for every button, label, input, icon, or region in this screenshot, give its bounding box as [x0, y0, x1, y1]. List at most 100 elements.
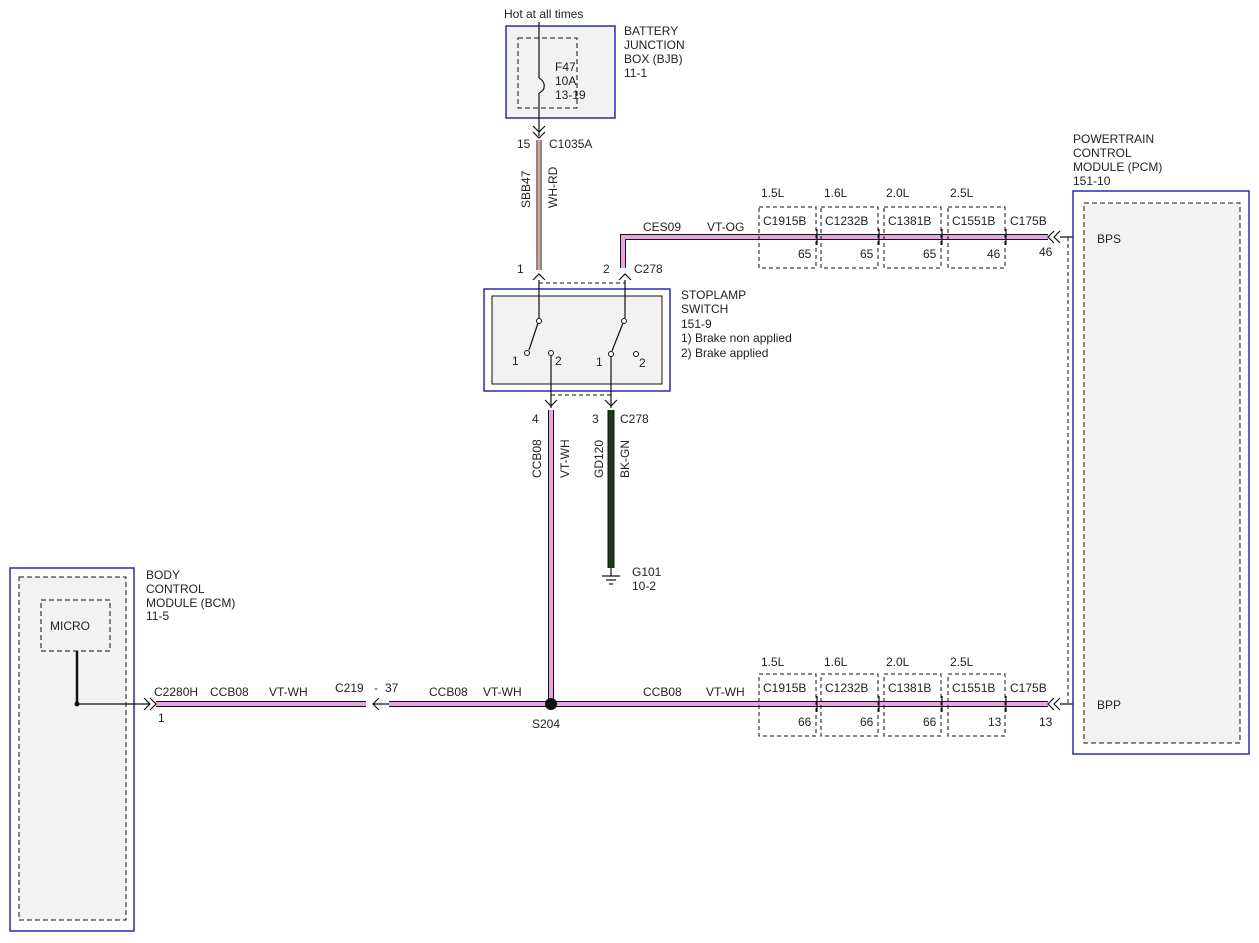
ccb08-seg1-color: VT-WH: [269, 685, 308, 699]
bjb-title-line-3: BOX (BJB): [624, 52, 683, 66]
bpp-connector-1: C1915B: [763, 681, 806, 695]
stoplamp-note-2: 2) Brake applied: [681, 346, 768, 360]
ccb08-vertical-color: VT-WH: [558, 439, 572, 478]
c278-top-pin-2: 2: [603, 262, 610, 276]
left-switch-pos-1: 1: [512, 354, 519, 368]
bps-connector-2: C1232B: [825, 214, 868, 228]
bpp-arrow-icon-2: [1053, 697, 1061, 711]
ces09-circuit: CES09: [643, 220, 681, 234]
bps-arrow-icon-2: [1053, 230, 1061, 244]
pcm-title-line-1: POWERTRAIN: [1073, 132, 1154, 146]
battery-junction-box: Hot at all times BATTERY JUNCTION BOX (B…: [504, 7, 685, 151]
bjb-pin: 15: [517, 137, 531, 151]
ccb08-seg2-circuit: CCB08: [429, 685, 468, 699]
bjb-connector: C1035A: [549, 137, 592, 151]
stoplamp-inner: [491, 295, 663, 385]
bps-pin-4: 46: [987, 247, 1001, 261]
ccb08-seg3-circuit: CCB08: [643, 685, 682, 699]
ccb08-vertical-circuit: CCB08: [530, 439, 544, 478]
gd120-circuit: GD120: [592, 440, 606, 478]
c1035a-arrow-icon-2: [532, 131, 546, 139]
bps-connector-3: C1381B: [888, 214, 931, 228]
bcm-connector: C2280H: [154, 685, 198, 699]
stoplamp-ref: 151-9: [681, 317, 712, 331]
bpp-connector-4: C1551B: [952, 681, 995, 695]
c278-top-pin-1: 1: [517, 262, 524, 276]
fuse-rating: 10A: [555, 74, 576, 88]
bps-engine-3: 2.0L: [886, 186, 910, 200]
left-switch-pos-2: 2: [555, 354, 562, 368]
pcm-title-line-3: MODULE (PCM): [1073, 160, 1162, 174]
bpp-pin-1: 66: [798, 715, 812, 729]
bps-pcm-connector: C175B: [1010, 214, 1047, 228]
bjb-title-line-1: BATTERY: [624, 24, 678, 38]
bcm-title-line-3: MODULE (BCM): [146, 596, 235, 610]
wire-ccb08-vertical: CCB08 VT-WH: [530, 410, 572, 702]
c219-pin: 37: [385, 681, 399, 695]
micro-label: MICRO: [50, 619, 90, 633]
bps-arrow-icon: [1047, 230, 1055, 244]
s204-label: S204: [532, 717, 560, 731]
stoplamp-switch: STOPLAMP SWITCH 151-9 1) Brake non appli…: [483, 262, 792, 426]
bpp-pcm-connector: C175B: [1010, 681, 1047, 695]
wire-gd120: GD120 BK-GN G101 10-2: [592, 410, 662, 593]
bps-pin-3: 65: [923, 247, 937, 261]
c278-pin1-arrow-icon: [532, 273, 546, 281]
bcm-title-line-2: CONTROL: [146, 582, 205, 596]
left-switch-blade: [528, 322, 539, 351]
c219-sep: -: [374, 681, 378, 695]
pcm-inner-dashed: [1083, 202, 1241, 744]
bpp-engine-4: 2.5L: [950, 655, 974, 669]
right-switch-pivot: [621, 318, 627, 324]
pcm-pin-bps: BPS: [1097, 232, 1121, 246]
left-switch-pivot: [536, 318, 542, 324]
bpp-pin-2: 66: [860, 715, 874, 729]
bps-connector-4: C1551B: [952, 214, 995, 228]
bpp-connector-3: C1381B: [888, 681, 931, 695]
pcm-ref: 151-10: [1073, 174, 1111, 188]
c2280h-arrow-icon: [143, 697, 151, 711]
wire-ccb08-horizontal: S204 CCB08 VT-WH CCB08 VT-WH CCB08 VT-WH…: [156, 681, 1048, 731]
pcm-title-line-2: CONTROL: [1073, 146, 1132, 160]
bjb-supply-label: Hot at all times: [504, 7, 583, 21]
right-switch-blade: [611, 322, 624, 352]
bpp-engine-1: 1.5L: [761, 655, 785, 669]
c278-pin2-arrow-icon: [618, 273, 632, 281]
bps-engine-1: 1.5L: [761, 186, 785, 200]
c278-bottom-pin-3: 3: [592, 412, 599, 426]
bpp-pin-3: 66: [923, 715, 937, 729]
bps-inline-connectors: 1.5L 1.6L 2.0L 2.5L C1915B C1232B C1381B…: [758, 186, 1090, 269]
ccb08-seg3-color: VT-WH: [706, 685, 745, 699]
c278-pin3-arrow-icon: [604, 399, 618, 407]
c278-pin4-arrow-icon: [544, 399, 558, 407]
stoplamp-title-line-1: STOPLAMP: [681, 288, 746, 302]
bps-pcm-pin: 46: [1039, 245, 1053, 259]
ground-name: G101: [632, 565, 662, 579]
body-control-module: MICRO BODY CONTROL MODULE (BCM) 11-5 C22…: [9, 567, 235, 932]
c278-top-connector: C278: [634, 262, 663, 276]
powertrain-control-module: POWERTRAIN CONTROL MODULE (PCM) 151-10 B…: [1067, 132, 1250, 755]
right-switch-pos-1: 1: [596, 355, 603, 369]
sbb47-circuit: SBB47: [519, 170, 533, 208]
bjb-ref: 11-1: [624, 66, 647, 80]
stoplamp-title-line-2: SWITCH: [681, 302, 728, 316]
stoplamp-note-1: 1) Brake non applied: [681, 331, 792, 345]
bcm-ref: 11-5: [146, 609, 169, 623]
fuse-icon: [538, 77, 545, 94]
c219-connector: C219: [335, 681, 364, 695]
bpp-arrow-icon: [1047, 697, 1055, 711]
bps-pin-2: 65: [860, 247, 874, 261]
sbb47-color: WH-RD: [546, 166, 560, 208]
pcm-pin-bpp: BPP: [1097, 698, 1121, 712]
bjb-title-line-2: JUNCTION: [624, 38, 685, 52]
bps-engine-2: 1.6L: [824, 186, 848, 200]
bpp-engine-3: 2.0L: [886, 655, 910, 669]
gd120-color: BK-GN: [618, 440, 632, 478]
bpp-inline-connectors: 1.5L 1.6L 2.0L 2.5L C1915B C1232B C1381B…: [758, 655, 1090, 737]
wire-ces09: CES09 VT-OG: [620, 220, 1048, 268]
bps-pin-1: 65: [798, 247, 812, 261]
micro-box: [40, 599, 111, 652]
ccb08-seg2-color: VT-WH: [483, 685, 522, 699]
bjb-outline: [505, 25, 616, 119]
